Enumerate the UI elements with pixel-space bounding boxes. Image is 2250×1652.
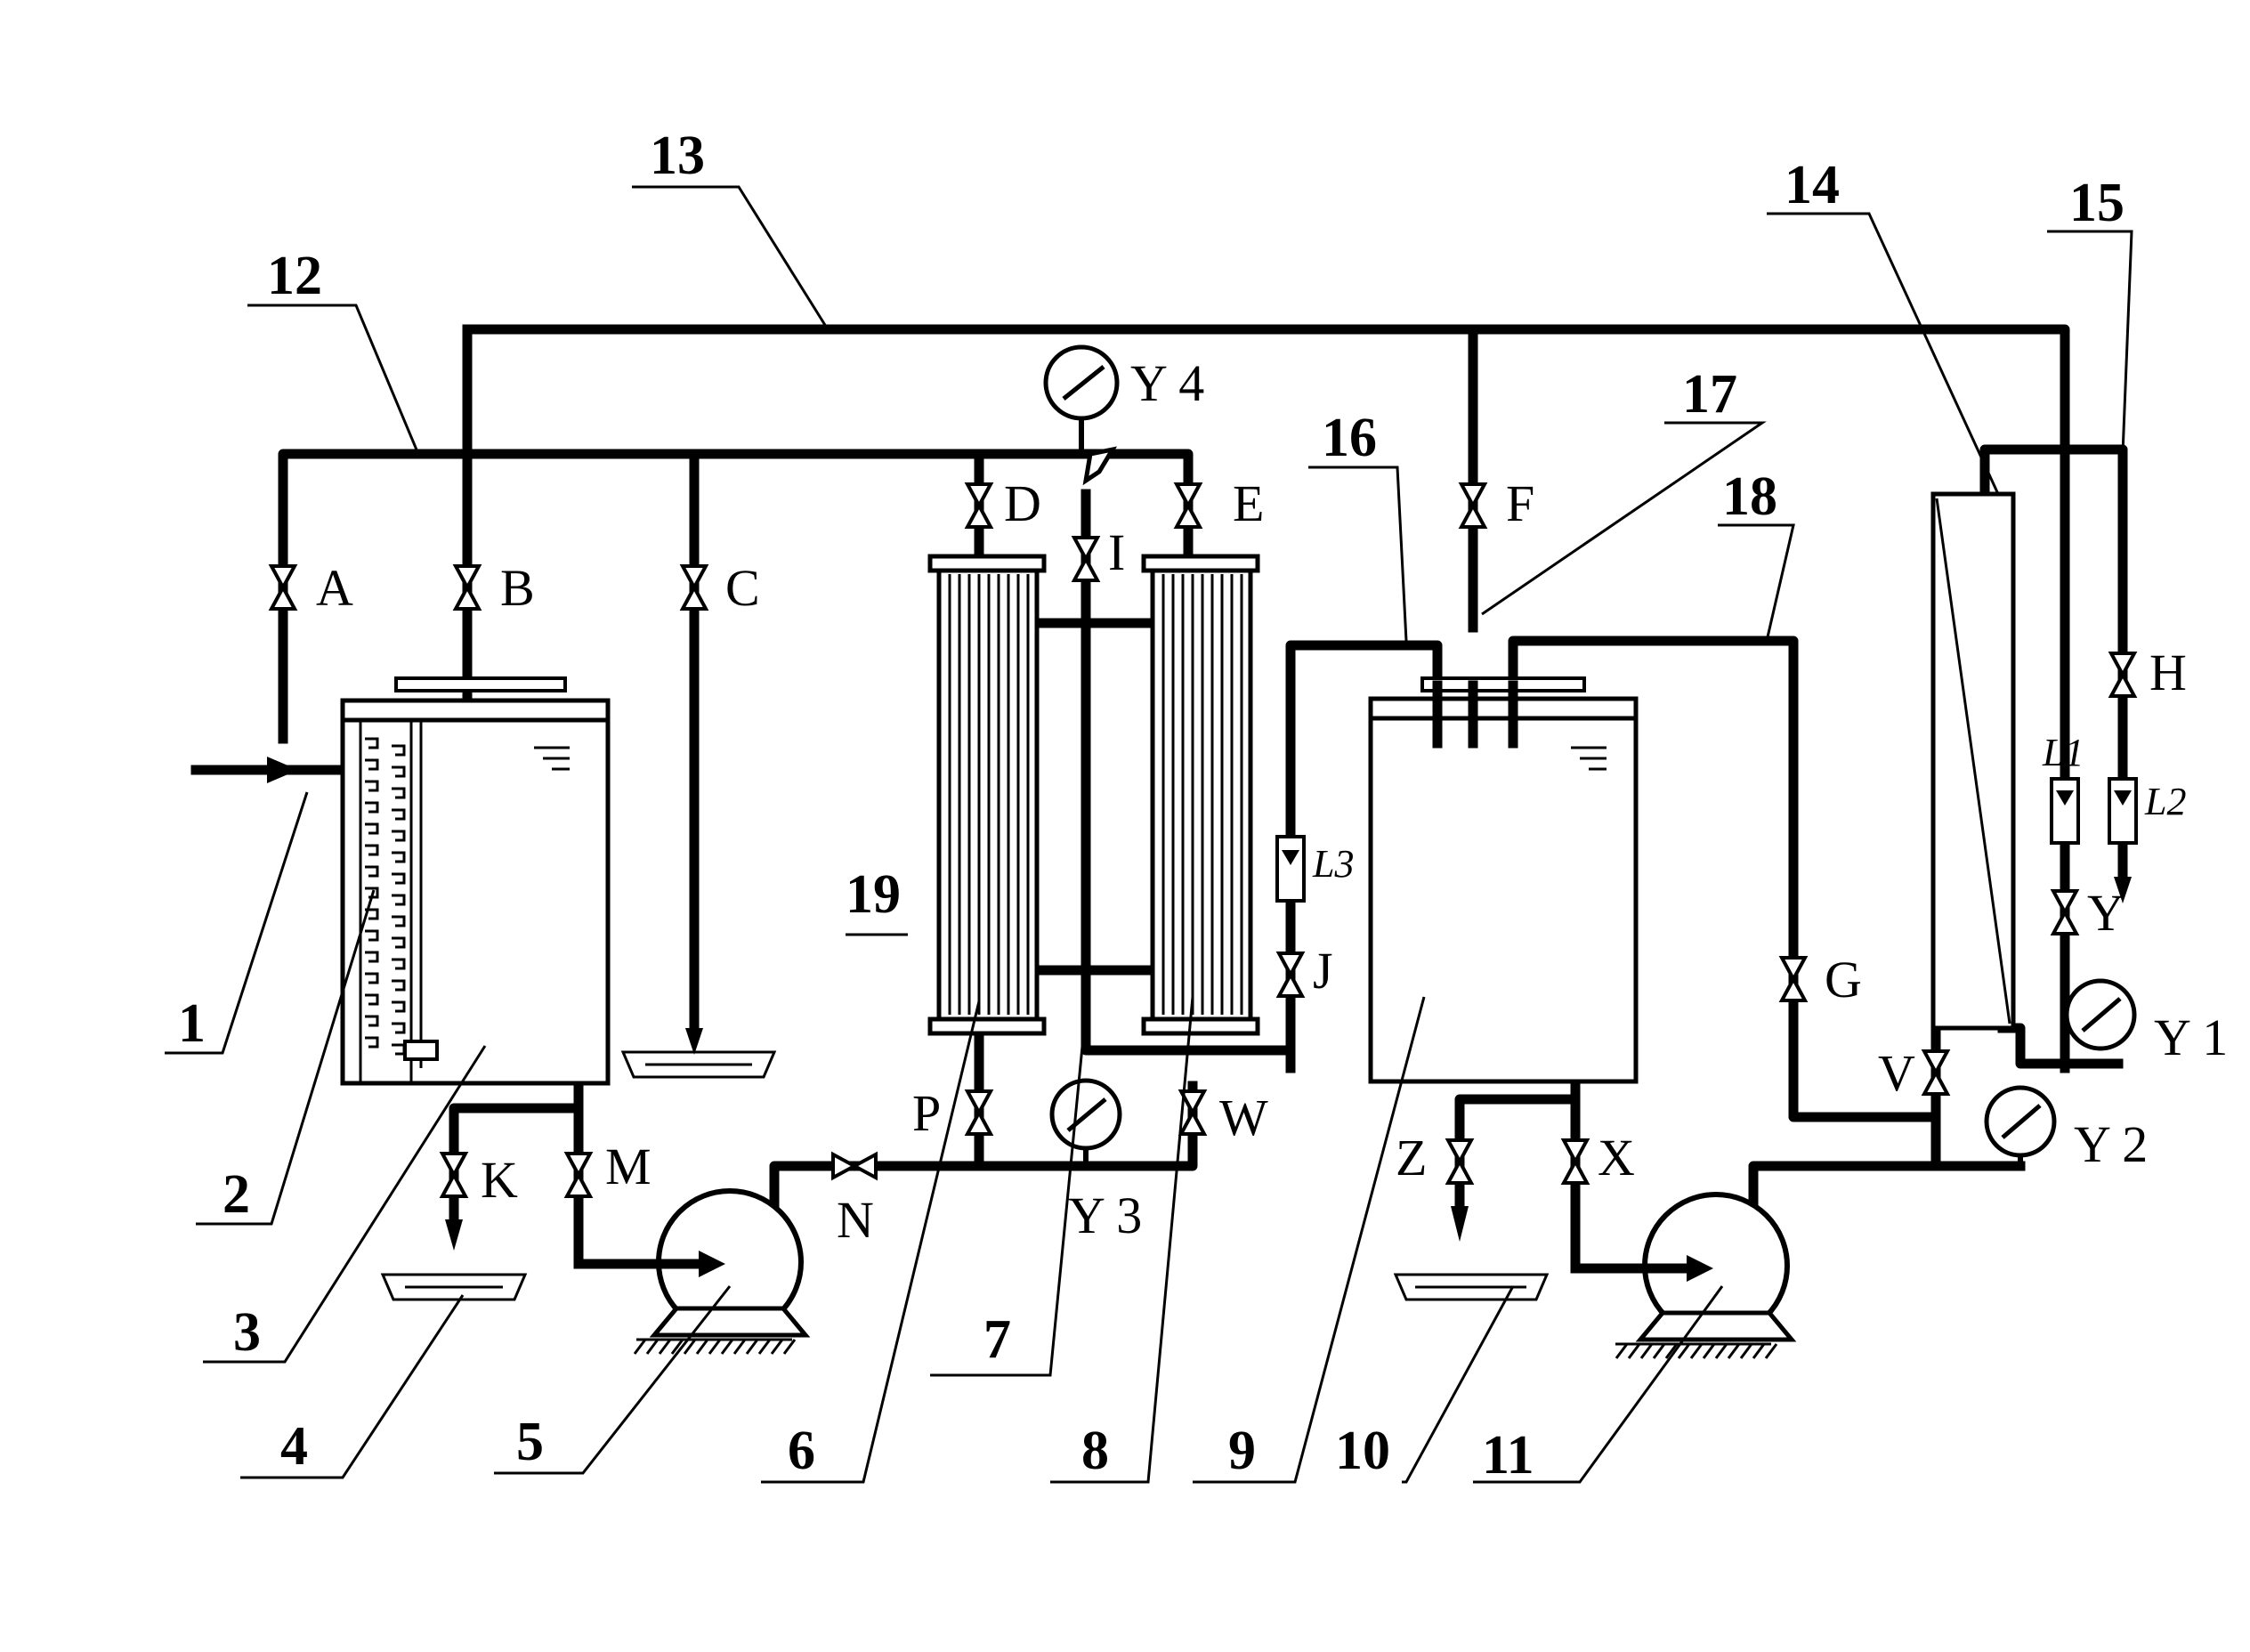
heating-coil [365, 737, 406, 1056]
membrane-module-6 [927, 554, 1047, 1036]
label-gauge-y1: Y 1 [2154, 1008, 2228, 1066]
label-part-13: 13 [650, 126, 705, 186]
label-part-11: 11 [1482, 1425, 1534, 1486]
label-part-7: 7 [983, 1309, 1011, 1370]
drain-arrow-z [1451, 1206, 1469, 1242]
label-part-17: 17 [1682, 364, 1737, 425]
label-valve-c: C [725, 559, 760, 617]
drain-arrow-l2 [2114, 877, 2132, 903]
valve-h [2108, 652, 2138, 698]
valve-z [1445, 1138, 1475, 1185]
label-valve-m: M [605, 1138, 652, 1195]
drain-arrow-c [685, 1028, 703, 1055]
tank-9 [1368, 676, 1639, 1084]
vent-flag [1082, 446, 1118, 486]
valve-f [1458, 482, 1488, 529]
label-part-19: 19 [846, 864, 901, 925]
label-valve-p: P [912, 1084, 941, 1142]
callout-lines [165, 185, 2133, 1484]
label-valve-a: A [316, 559, 353, 617]
label-valve-f: F [1506, 474, 1534, 532]
valve-a [268, 564, 298, 611]
label-valve-g: G [1825, 951, 1862, 1008]
label-valve-h: H [2149, 644, 2187, 701]
valve-b [452, 564, 482, 611]
valve-c [679, 564, 709, 611]
label-gauge-y3: Y 3 [1068, 1186, 1142, 1244]
label-valve-e: E [1233, 474, 1264, 532]
label-part-4: 4 [280, 1416, 308, 1477]
pipelines [190, 324, 2128, 1274]
pipe-column-bottom [1997, 1023, 2070, 1069]
valve-v [1921, 1049, 1951, 1096]
label-valve-j: J [1313, 942, 1333, 1000]
label-flowmeter-l2: L2 [2144, 780, 2186, 823]
valve-g [1778, 956, 1809, 1002]
pressure-gauge-y4 [1043, 344, 1120, 454]
label-gauge-y4: Y 4 [1130, 354, 1204, 412]
label-valve-y: Y [2087, 884, 2125, 942]
label-part-18: 18 [1722, 466, 1777, 527]
label-flowmeter-l3: L3 [1312, 842, 1354, 886]
valve-e [1173, 482, 1203, 529]
valve-i [1071, 536, 1101, 582]
valves [268, 482, 2138, 1198]
label-valve-k: K [481, 1151, 518, 1209]
label-valve-d: D [1004, 474, 1041, 532]
pump-11 [1570, 1192, 1797, 1359]
flowmeter-l3 [1275, 835, 1306, 903]
label-part-6: 6 [788, 1421, 815, 1481]
pressure-gauge-y1 [2064, 978, 2137, 1051]
label-part-14: 14 [1785, 155, 1840, 215]
label-part-15: 15 [2069, 173, 2125, 233]
label-valve-i: I [1108, 523, 1125, 581]
pipe-drain-z [1454, 1067, 1581, 1211]
label-valve-w: W [1219, 1089, 1268, 1146]
drain-tray-c [620, 1050, 777, 1079]
pressure-gauge-y2 [1984, 1085, 2057, 1166]
label-valve-b: B [500, 559, 535, 617]
label-valve-n: N [837, 1191, 874, 1249]
label-gauge-y2: Y 2 [2074, 1115, 2148, 1173]
label-valve-x: X [1598, 1129, 1635, 1186]
pressure-gauge-y3 [1049, 1078, 1122, 1166]
valve-m [563, 1152, 594, 1198]
label-part-5: 5 [516, 1412, 544, 1472]
pipe-18 [1508, 636, 1941, 1122]
tank-3-lid [394, 676, 567, 692]
label-valve-z: Z [1396, 1129, 1427, 1186]
valve-n [831, 1151, 878, 1181]
label-part-12: 12 [267, 246, 322, 306]
label-part-2: 2 [223, 1164, 250, 1225]
pipe-discharge-11 [1748, 1161, 2026, 1225]
feed-tank-3 [340, 676, 611, 1086]
drain-tray-10 [1393, 1273, 1550, 1301]
part-numbers: 1 2 3 4 5 6 7 8 9 10 11 12 13 14 15 16 1… [178, 126, 2125, 1486]
valve-j [1275, 952, 1306, 998]
tank-9-inlets [1432, 680, 1518, 749]
flowmeter-l2 [2108, 777, 2138, 845]
label-part-10: 10 [1335, 1421, 1390, 1481]
membrane-module-8 [1141, 554, 1260, 1036]
label-part-1: 1 [178, 993, 206, 1054]
valve-k [439, 1152, 469, 1198]
flowmeter-l1 [2050, 777, 2080, 845]
label-flowmeter-l1: L1 [2042, 731, 2084, 774]
column-14 [1930, 491, 2016, 1031]
drain-arrow-k [445, 1219, 463, 1251]
valve-y [2050, 889, 2080, 935]
label-valve-v: V [1878, 1044, 1915, 1102]
valve-x [1560, 1138, 1590, 1185]
label-part-9: 9 [1228, 1421, 1256, 1481]
drain-tray-4 [380, 1273, 528, 1301]
inlet-arrow [267, 757, 298, 783]
label-part-8: 8 [1081, 1421, 1109, 1481]
valve-d [964, 482, 994, 529]
valve-labels: A B C D E F G H I J K M N P V W X Y Z Y … [316, 354, 2228, 1249]
label-part-3: 3 [233, 1302, 261, 1363]
pump-5 [573, 1188, 811, 1355]
label-part-16: 16 [1322, 408, 1377, 468]
valve-p [964, 1089, 994, 1136]
